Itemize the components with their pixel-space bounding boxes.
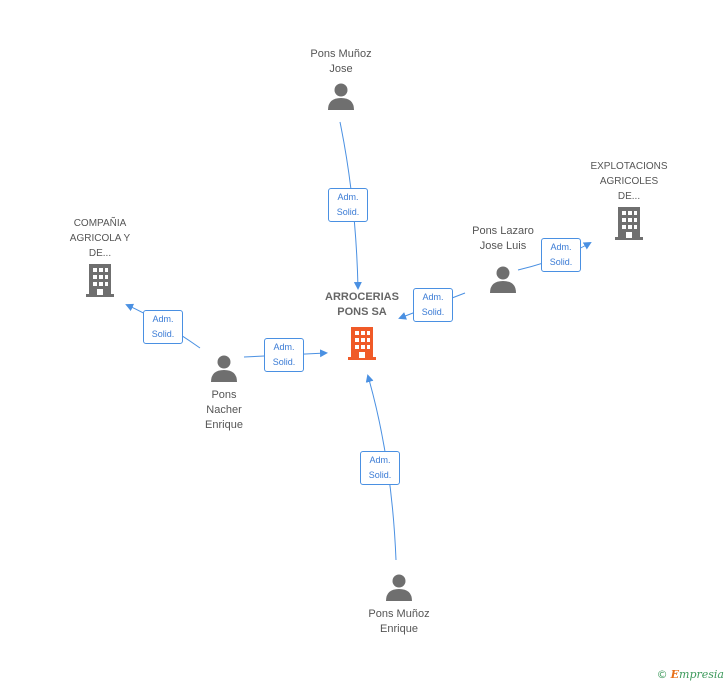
node-label-line: COMPAÑIA [73,218,127,229]
edge-label-right-to-company[interactable]: Adm. Solid. [541,238,581,272]
node-label-line: PONS SA [337,306,387,318]
person-icon [211,355,237,382]
edge-label-line: Adm. [422,292,444,302]
node-label-line: Jose [329,63,353,75]
node-label-line: AGRICOLES [599,176,659,187]
edge-label-right-to-center[interactable]: Adm. Solid. [413,288,453,322]
node-label-line: Enrique [205,419,243,431]
node-right-person[interactable]: Pons Lazaro Jose Luis [448,224,558,294]
brand-rest: mpresia [679,668,724,681]
node-label-line: Jose Luis [479,240,527,252]
edge-label-line: Adm. [369,455,391,465]
edge-label-bottom-to-center[interactable]: Adm. Solid. [360,451,400,485]
edge-label-line: Adm. [337,192,359,202]
building-icon [348,327,376,360]
edge-label-line: Solid. [272,357,296,367]
node-top-person[interactable]: Pons Muñoz Jose [286,47,396,111]
node-label-line: Pons [211,389,237,401]
person-icon [386,574,412,601]
node-label-line: Pons Muñoz [310,48,372,60]
edge-label-left-to-center[interactable]: Adm. Solid. [264,338,304,372]
edge-label-line: Adm. [273,342,295,352]
node-left-person[interactable]: Pons Nacher Enrique [172,353,276,433]
node-label-line: EXPLOTACIONS [590,161,668,172]
edge-label-line: Solid. [421,307,445,317]
building-icon [615,207,643,240]
edge-label-top-to-center[interactable]: Adm. Solid. [328,188,368,222]
edge-label-line: Solid. [549,257,573,267]
edge-label-line: Solid. [336,207,360,217]
node-label-line: Pons Muñoz [368,608,430,620]
node-label-line: DE... [88,248,112,259]
brand-watermark: ©Empresia [657,668,724,681]
copyright-symbol: © [656,668,668,681]
node-left-company[interactable]: COMPAÑIA AGRICOLA Y DE... [48,216,152,298]
edge-label-left-to-company[interactable]: Adm. Solid. [143,310,183,344]
node-bottom-person[interactable]: Pons Muñoz Enrique [344,572,454,637]
node-center-company[interactable]: ARROCERIAS PONS SA [312,290,412,361]
edge-label-line: Adm. [152,314,174,324]
node-label-line: ARROCERIAS [325,291,399,303]
node-label-line: AGRICOLA Y [69,233,131,244]
edge-label-line: Adm. [550,242,572,252]
node-right-company[interactable]: EXPLOTACIONS AGRICOLES DE... [576,159,682,241]
brand-initial: E [670,668,680,681]
node-label-line: DE... [617,191,641,202]
edge-label-line: Solid. [368,470,392,480]
node-label-line: Enrique [380,623,418,635]
edge-label-line: Solid. [151,329,175,339]
node-label-line: Pons Lazaro [472,225,534,237]
building-icon [86,264,114,297]
node-label-line: Nacher [206,404,242,416]
person-icon [328,83,354,110]
person-icon [490,266,516,293]
